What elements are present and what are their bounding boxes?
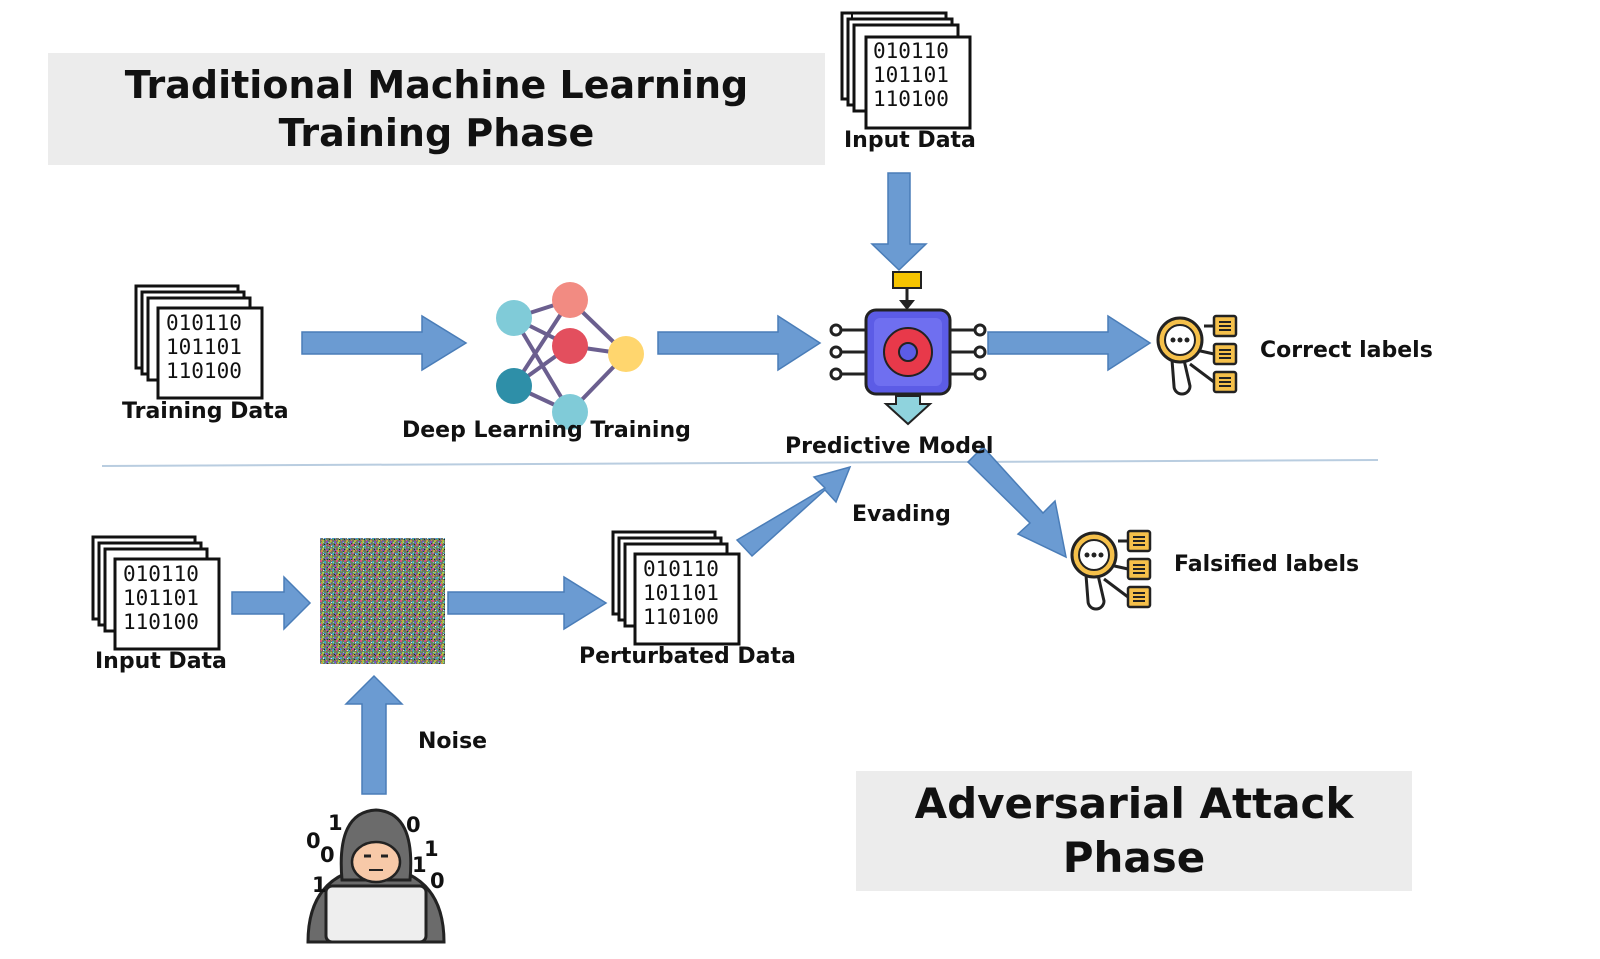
binary-data-icon-training — [134, 284, 264, 400]
label-evading: Evading — [852, 502, 951, 527]
hacker-icon — [306, 808, 446, 944]
label-training-data: Training Data — [122, 399, 289, 424]
binary-line: 101101 — [643, 581, 719, 605]
binary-line: 010110 — [166, 311, 242, 335]
binary-line: 101101 — [123, 586, 199, 610]
title-traditional-line-2: Training Phase — [278, 111, 595, 155]
title-traditional-ml: Traditional Machine Learning Training Ph… — [48, 53, 825, 165]
hacker-digit: 1 — [328, 811, 343, 835]
hacker-digit: 1 — [412, 853, 427, 877]
arrow-input-to-model — [870, 172, 928, 272]
hacker-digit: 0 — [320, 843, 335, 867]
hacker-digit: 1 — [312, 873, 327, 897]
arrow-perturbated-to-model — [735, 465, 852, 558]
binary-line: 101101 — [873, 63, 949, 87]
arrow-model-to-correct-labels — [987, 314, 1152, 372]
phase-divider — [101, 459, 1379, 467]
binary-line: 010110 — [123, 562, 199, 586]
binary-line: 110100 — [643, 605, 719, 629]
classification-labels-icon-falsified — [1070, 529, 1152, 611]
classification-labels-icon-correct — [1156, 314, 1238, 396]
arrow-training-to-dl — [301, 314, 468, 372]
label-predictive-model: Predictive Model — [785, 434, 994, 459]
neural-network-icon — [496, 282, 644, 430]
arrow-hacker-to-noise — [344, 674, 404, 795]
binary-line: 110100 — [123, 610, 199, 634]
binary-data-icon-perturbated — [611, 530, 741, 646]
label-perturbated-data: Perturbated Data — [579, 644, 796, 669]
label-correct-labels: Correct labels — [1260, 338, 1433, 363]
title-adversarial-attack: Adversarial Attack Phase — [856, 771, 1412, 891]
arrow-input-to-noise — [231, 575, 312, 631]
label-input-data-bottom: Input Data — [95, 649, 227, 674]
binary-data-icon-input-top — [840, 11, 972, 130]
binary-data-icon-input-bottom — [91, 535, 221, 651]
label-falsified-labels: Falsified labels — [1174, 552, 1360, 577]
ai-chip-icon — [829, 271, 987, 426]
arrow-model-to-falsified-labels — [966, 445, 1068, 559]
binary-line: 110100 — [873, 87, 949, 111]
hacker-digit: 0 — [430, 869, 445, 893]
hacker-digit: 0 — [306, 829, 321, 853]
binary-line: 010110 — [873, 39, 949, 63]
binary-line: 010110 — [643, 557, 719, 581]
title-traditional-line-1: Traditional Machine Learning — [124, 63, 749, 107]
noise-pattern — [320, 538, 445, 664]
label-deep-learning-training: Deep Learning Training — [402, 418, 691, 443]
binary-line: 101101 — [166, 335, 242, 359]
label-input-data-top: Input Data — [844, 128, 976, 153]
hacker-digit: 0 — [406, 813, 421, 837]
title-adversarial-line-1: Adversarial Attack — [914, 779, 1354, 828]
binary-line: 110100 — [166, 359, 242, 383]
hacker-digit: 1 — [424, 837, 439, 861]
title-adversarial-line-2: Phase — [1062, 833, 1206, 882]
label-noise: Noise — [418, 729, 488, 754]
arrow-noise-to-perturbated — [447, 575, 608, 631]
arrow-dl-to-model — [657, 314, 822, 372]
